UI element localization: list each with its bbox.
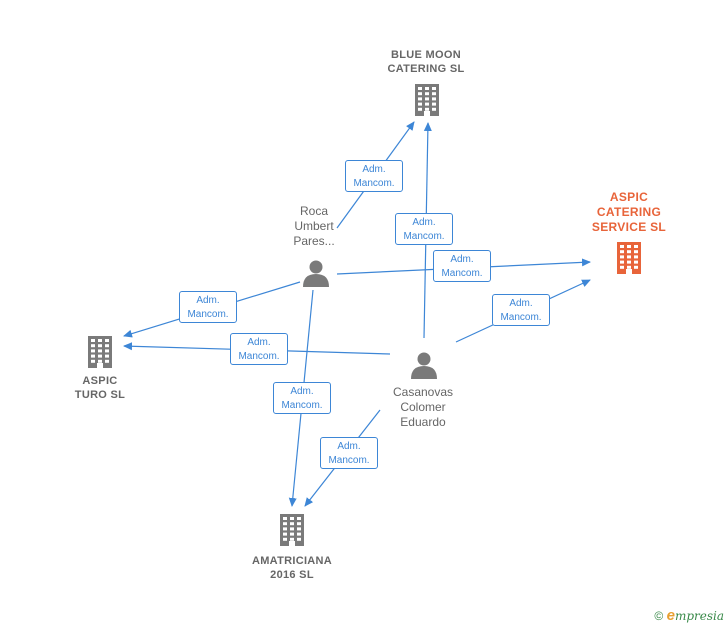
- node-label-aspic-catering[interactable]: ASPIC CATERING SERVICE SL: [591, 190, 667, 234]
- building-icon-aspic-catering[interactable]: [617, 242, 641, 274]
- copyright-icon: ©: [654, 609, 664, 623]
- building-icon-aspic-turo[interactable]: [88, 336, 112, 368]
- footer-credit: © empresia: [654, 607, 724, 624]
- edge-label-casanovas-blue-moon[interactable]: Adm. Mancom.: [395, 213, 453, 245]
- node-label-blue-moon[interactable]: BLUE MOON CATERING SL: [387, 49, 465, 75]
- node-label-amatriciana[interactable]: AMATRICIANA 2016 SL: [251, 555, 333, 581]
- edge-label-casanovas-amatriciana[interactable]: Adm. Mancom.: [320, 437, 378, 469]
- edge-label-roca-blue-moon[interactable]: Adm. Mancom.: [345, 160, 403, 192]
- person-icon-roca[interactable]: [303, 260, 329, 288]
- edge-label-roca-amatriciana[interactable]: Adm. Mancom.: [273, 382, 331, 414]
- building-icon-blue-moon[interactable]: [415, 84, 439, 116]
- building-icon-amatriciana[interactable]: [280, 514, 304, 546]
- person-icon-casanovas[interactable]: [411, 352, 437, 380]
- edge-label-casanovas-aspic-catering[interactable]: Adm. Mancom.: [492, 294, 550, 326]
- edge-label-roca-aspic-turo[interactable]: Adm. Mancom.: [179, 291, 237, 323]
- edge-label-roca-aspic-catering[interactable]: Adm. Mancom.: [433, 250, 491, 282]
- empresia-logo-text[interactable]: mpresia: [674, 609, 724, 623]
- node-label-aspic-turo[interactable]: ASPIC TURO SL: [74, 375, 126, 401]
- edge-label-casanovas-aspic-turo[interactable]: Adm. Mancom.: [230, 333, 288, 365]
- node-label-casanovas[interactable]: Casanovas Colomer Eduardo: [392, 385, 454, 429]
- node-label-roca[interactable]: Roca Umbert Pares...: [293, 204, 335, 248]
- empresia-logo-e[interactable]: e: [666, 607, 675, 624]
